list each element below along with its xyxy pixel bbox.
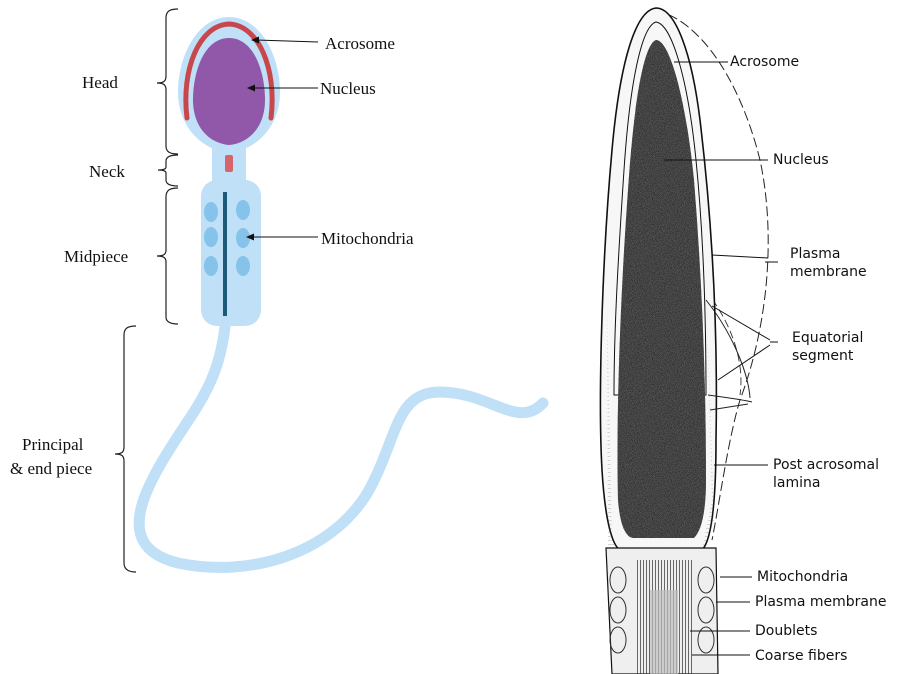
schematic-sperm: Head Neck Midpiece Principal & end piece…: [10, 9, 543, 572]
label-acrosome-right: Acrosome: [730, 54, 799, 70]
label-equatorial-line1: Equatorial: [792, 330, 863, 346]
label-mitochondria-right: Mitochondria: [757, 569, 848, 585]
label-nucleus-left: Nucleus: [320, 79, 376, 98]
mitochondrion: [204, 202, 218, 222]
label-plasma-membrane-2: Plasma membrane: [755, 594, 886, 610]
midpiece-brace: [157, 188, 178, 324]
label-head: Head: [82, 73, 118, 92]
label-equatorial-line2: segment: [792, 348, 854, 364]
label-principal-line2: & end piece: [10, 459, 92, 478]
label-doublets: Doublets: [755, 623, 817, 639]
tail: [139, 318, 543, 567]
neck-piece: [225, 155, 233, 172]
mitochondrion: [236, 228, 250, 248]
head-brace: [157, 9, 178, 154]
label-midpiece: Midpiece: [64, 247, 128, 266]
mitochondrion: [204, 256, 218, 276]
label-post-acrosomal-line1: Post acrosomal: [773, 457, 879, 473]
label-nucleus-right: Nucleus: [773, 152, 829, 168]
neck-brace: [158, 155, 178, 186]
principal-brace: [115, 326, 136, 572]
label-post-acrosomal-line2: lamina: [773, 475, 820, 491]
label-principal-line1: Principal: [22, 435, 84, 454]
label-coarse-fibers: Coarse fibers: [755, 648, 847, 664]
label-mitochondria-left: Mitochondria: [321, 229, 414, 248]
label-plasma-membrane-line2: membrane: [790, 264, 867, 280]
midpiece-body: [201, 180, 261, 326]
label-acrosome-left: Acrosome: [325, 34, 395, 53]
axoneme: [223, 192, 227, 316]
central-core: [650, 590, 678, 674]
label-plasma-membrane-line1: Plasma: [790, 246, 840, 262]
label-neck: Neck: [89, 162, 125, 181]
mitochondrion: [236, 200, 250, 220]
mitochondrion: [236, 256, 250, 276]
mitochondrion: [204, 227, 218, 247]
sperm-head-section-drawing: Acrosome Nucleus Plasma membrane Equator…: [600, 8, 886, 674]
